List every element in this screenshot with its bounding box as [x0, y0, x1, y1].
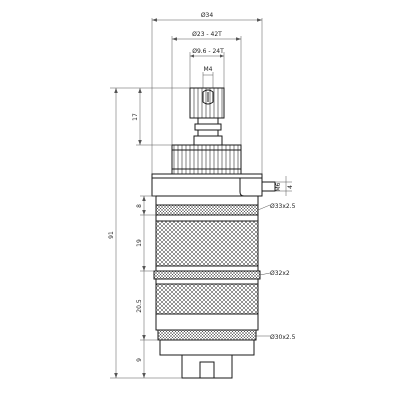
- label-height-c: 20.5: [136, 299, 143, 313]
- label-seal-top: Ø33x2.5: [270, 203, 296, 210]
- dim-seal-middle: Ø32x2: [259, 270, 290, 277]
- dim-seal-bottom: Ø30x2.5: [256, 334, 296, 341]
- dim-screw-thread: M4: [202, 66, 214, 88]
- dim-side-port: M6 4: [275, 176, 294, 196]
- label-height-spindle: 17: [132, 113, 139, 121]
- label-spline-diameter: Ø23 - 42T: [192, 31, 222, 38]
- spline-nut: [171, 144, 242, 175]
- label-height-d: 9: [136, 358, 143, 362]
- dim-spline-diameter: Ø23 - 42T: [171, 31, 242, 145]
- dim-height-segments: 8 19 20.5 9: [136, 195, 160, 378]
- label-height-a: 8: [136, 204, 143, 208]
- label-seal-bottom: Ø30x2.5: [270, 334, 296, 341]
- dim-height-total: 91: [108, 87, 190, 379]
- dim-seal-top: Ø33x2.5: [257, 203, 296, 211]
- cartridge-body: [151, 173, 276, 379]
- label-side-depth: 4: [287, 185, 294, 189]
- dim-overall-diameter: Ø34: [151, 12, 263, 178]
- label-screw-thread: M4: [204, 66, 213, 73]
- label-side-thread: M6: [275, 182, 282, 191]
- spindle: [189, 87, 225, 146]
- dim-height-spindle: 17: [132, 88, 172, 146]
- label-overall-diameter: Ø34: [201, 12, 214, 19]
- label-height-total: 91: [108, 231, 115, 239]
- label-seal-middle: Ø32x2: [270, 270, 290, 277]
- dim-spindle-diameter: Ø9.6 - 24T: [189, 48, 225, 90]
- label-spindle-diameter: Ø9.6 - 24T: [192, 48, 224, 55]
- label-height-b: 19: [136, 239, 143, 247]
